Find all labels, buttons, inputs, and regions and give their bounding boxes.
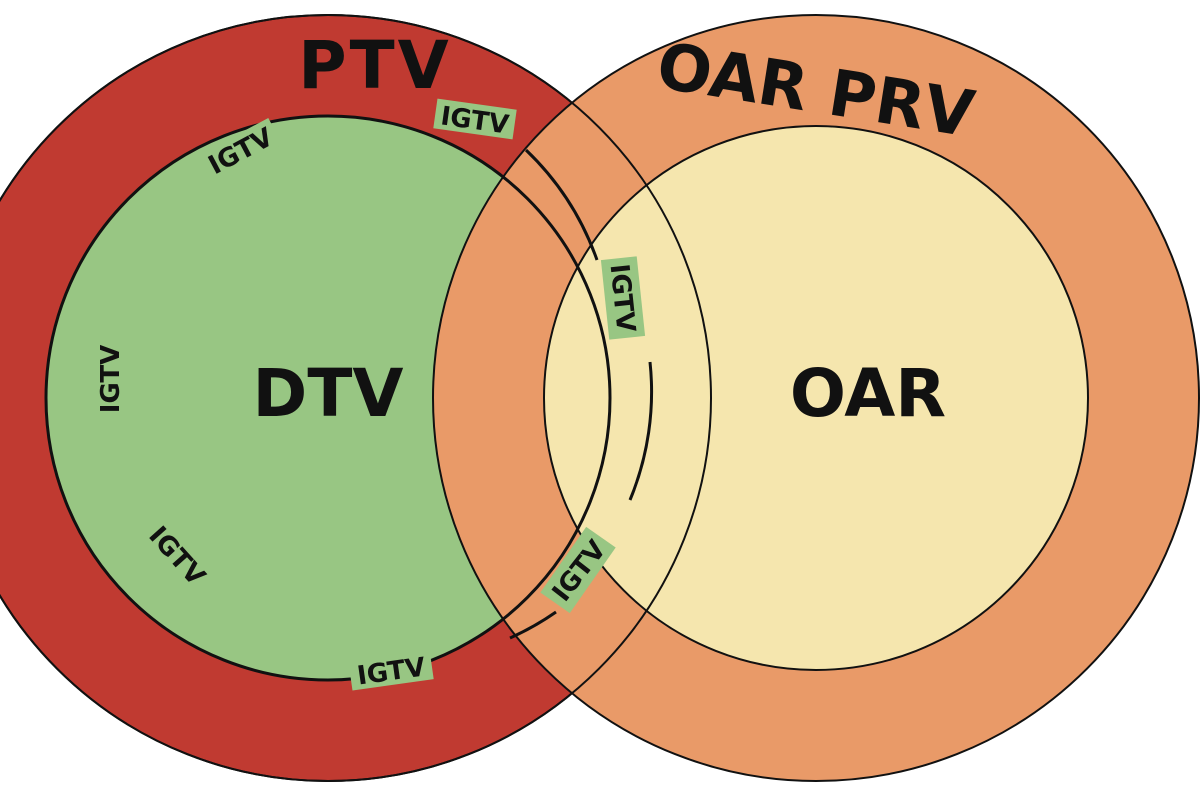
ptv-outline	[0, 14, 712, 782]
dtv-label: DTV	[253, 355, 404, 432]
igtv-arc-overlap	[524, 148, 599, 261]
igtv-label-3: IGTV	[96, 345, 126, 413]
igtv-arc-overlap-low	[509, 610, 557, 640]
oar-region	[543, 125, 1089, 671]
igtv-boundary	[44, 114, 612, 682]
oar-label: OAR	[790, 355, 946, 432]
igtv-label-6: IGTV	[604, 263, 641, 334]
ptv-label: PTV	[298, 27, 451, 104]
igtv-arc-overlap-mid	[628, 361, 654, 501]
